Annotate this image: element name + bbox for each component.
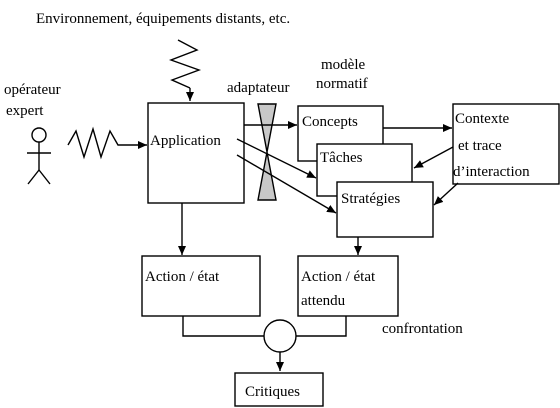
context-box [452, 103, 560, 185]
context-label-line3: d’interaction [453, 164, 530, 180]
strategies-label: Stratégies [341, 191, 400, 207]
action-state-box [141, 255, 261, 317]
model-label-line2: normatif [316, 76, 368, 92]
connector-action-confrontation [182, 316, 264, 337]
confrontation-node [263, 319, 297, 353]
action-state-label: Action / état [145, 269, 220, 285]
operator-signal-zigzag [67, 126, 128, 160]
model-label-line1: modèle [321, 57, 365, 73]
concepts-label: Concepts [302, 114, 358, 130]
context-label-line1: Contexte [455, 111, 509, 127]
connector-expected-confrontation [296, 316, 347, 337]
environment-title: Environnement, équipements distants, etc… [36, 11, 290, 27]
application-label: Application [150, 133, 221, 149]
arrow-application-taches [236, 138, 317, 179]
operator-figure [27, 127, 51, 185]
expected-label-line2: attendu [301, 293, 346, 309]
strategies-box [336, 181, 434, 238]
arrow-context-strategies [433, 182, 459, 206]
adapter-shape [257, 103, 277, 201]
application-box [147, 102, 245, 204]
expected-action-box [297, 255, 399, 317]
environment-squiggle [168, 39, 202, 89]
expected-label-line1: Action / état [301, 269, 376, 285]
arrow-context-taches [413, 146, 454, 169]
context-label-line2: et trace [458, 138, 502, 154]
adapter-label: adaptateur [227, 80, 289, 96]
operator-label-line1: opérateur [4, 82, 61, 98]
critiques-label: Critiques [245, 384, 300, 400]
operator-label-line2: expert [6, 103, 44, 119]
confrontation-label: confrontation [382, 321, 463, 337]
taches-label: Tâches [320, 150, 363, 166]
arrow-application-strategies [236, 154, 337, 214]
critiques-box [234, 372, 324, 407]
